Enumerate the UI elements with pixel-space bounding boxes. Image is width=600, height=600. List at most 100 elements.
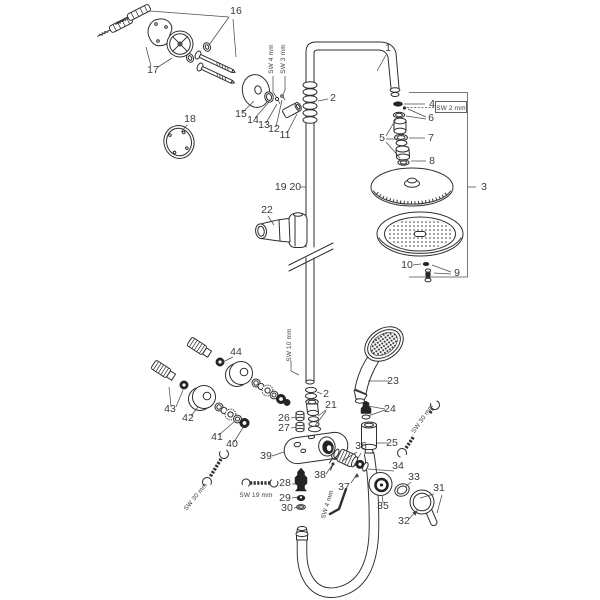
oring-14 [264, 91, 274, 103]
callout-part-4: 4 [429, 98, 435, 110]
leaders-right [367, 468, 443, 520]
callout-sw-4mm-top: SW 4 mm [268, 44, 275, 73]
hex-key-37 [328, 487, 348, 516]
seal-29 [296, 494, 306, 502]
washer [202, 42, 212, 52]
leader-arrow-32 [412, 510, 418, 516]
hose-tip [295, 526, 309, 541]
callout-part-42: 42 [182, 412, 194, 424]
callout-part-43: 43 [164, 403, 176, 415]
fitting-row-42 [150, 360, 250, 429]
callout-part-19-20: 19 20 [275, 181, 301, 193]
callout-part-13: 13 [258, 119, 270, 131]
handle-32 [409, 489, 438, 527]
callout-part-32: 32 [398, 515, 410, 527]
callout-part-38: 38 [314, 469, 326, 481]
callout-part-18: 18 [184, 113, 196, 125]
mounting-screws [194, 50, 236, 84]
overhead-shower-top [370, 167, 454, 207]
wrench-sw19 [241, 478, 279, 488]
callout-part-26: 26 [278, 412, 290, 424]
callout-part-33: 33 [408, 471, 420, 483]
callout-sw-10mm: SW 10 mm [286, 328, 293, 361]
callout-part-6: 6 [428, 112, 434, 124]
wrench-sw30-left [202, 449, 229, 487]
callout-part-2-mixer: 2 [323, 388, 329, 400]
callout-part-16: 16 [230, 5, 242, 17]
cap-26 [295, 410, 305, 422]
pipe-break-lines [288, 242, 334, 272]
cap-27 [295, 421, 305, 433]
callout-part-5: 5 [379, 132, 385, 144]
grub-screw-13 [274, 96, 281, 105]
callout-part-8: 8 [429, 155, 435, 167]
mixer-body-39 [283, 431, 349, 465]
bracket-part-3 [409, 92, 476, 278]
callout-part-10: 10 [401, 259, 413, 271]
overhead-spray-plate [376, 211, 464, 257]
callout-part-39: 39 [260, 450, 272, 462]
leaders-arm [317, 54, 387, 102]
shower-hose [296, 452, 380, 598]
fitting-row-44 [186, 337, 291, 406]
callout-part-23: 23 [387, 375, 399, 387]
shower-arm-1 [305, 41, 401, 97]
callout-part-28: 28 [279, 477, 291, 489]
ring-stack-2-21 [305, 386, 321, 433]
valve-28 [294, 467, 308, 492]
hand-shower-23 [353, 326, 404, 404]
escutcheon-plate-18 [163, 125, 195, 159]
callout-part-9: 9 [454, 267, 460, 279]
wall-bracket-plate-17 [147, 18, 173, 47]
callout-part-15: 15 [235, 108, 247, 120]
callout-part-40: 40 [226, 438, 238, 450]
callout-part-7: 7 [428, 132, 434, 144]
check-valve-24 [360, 400, 372, 420]
callout-part-21: 21 [325, 399, 337, 411]
shower-holder-22 [255, 212, 308, 248]
screw-9 [424, 268, 432, 283]
callout-part-22: 22 [261, 204, 273, 216]
arm-connector-stack [392, 101, 411, 166]
ring-30 [296, 504, 306, 510]
callout-sw-2mm: SW 2 mm [436, 105, 465, 112]
callout-part-41: 41 [211, 431, 223, 443]
leaders-escutcheon [242, 76, 298, 134]
callout-part-37: 37 [338, 481, 350, 493]
callout-part-44: 44 [230, 346, 242, 358]
plug-10 [422, 261, 430, 267]
callout-part-36: 36 [355, 440, 367, 452]
sw2mm-box [435, 101, 467, 113]
callout-part-25: 25 [386, 437, 398, 449]
callout-part-2-arm: 2 [330, 92, 336, 104]
pipe-rings-2 [302, 81, 318, 124]
callout-part-29: 29 [279, 492, 291, 504]
leaders-fittings [168, 356, 245, 443]
wrench-sw30-right [397, 400, 440, 458]
grub-screw-12 [280, 94, 286, 101]
callout-part-3: 3 [481, 181, 487, 193]
leaders-overhead [385, 103, 452, 275]
callout-sw-4mm-bottom: SW 4 mm [320, 489, 335, 519]
callout-part-14: 14 [247, 114, 259, 126]
leaders-mid [267, 186, 306, 376]
leaders-valves [291, 483, 300, 509]
callout-part-27: 27 [278, 422, 290, 434]
bracket-disc-17 [166, 30, 194, 58]
callout-sw-19mm: SW 19 mm [239, 492, 272, 499]
callout-sw-30mm-left: SW 30 mm [183, 482, 209, 512]
wall-anchor-screws [97, 4, 151, 37]
callout-sw-3mm-top: SW 3 mm [280, 44, 287, 73]
callout-part-12: 12 [268, 123, 280, 135]
insert-arrow [350, 473, 359, 484]
callout-part-31: 31 [433, 482, 445, 494]
callout-part-30: 30 [281, 502, 293, 514]
volume-knob-35 [368, 472, 393, 496]
escutcheon-15 [241, 74, 271, 108]
small-ring [185, 53, 195, 63]
callout-sw-30mm-right: SW 30 mm [410, 404, 435, 435]
leaders-mixer [271, 391, 362, 475]
callout-part-24: 24 [384, 403, 396, 415]
sw2mm-dash-dot [404, 106, 407, 109]
